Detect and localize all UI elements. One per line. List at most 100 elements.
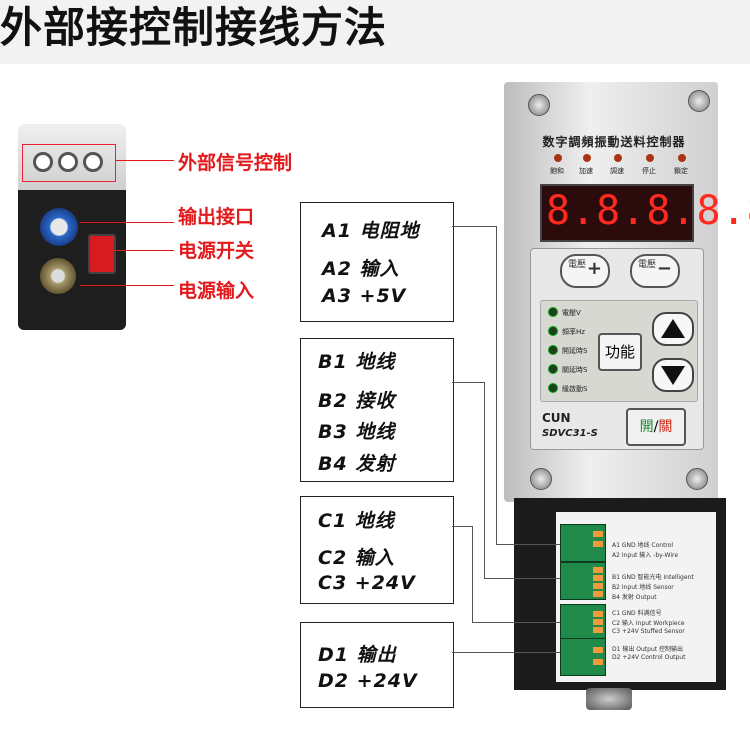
signal-hole-2 <box>58 152 78 172</box>
terminal-block-a <box>560 524 606 562</box>
seven-segment-display: 8.8.8.8.8 <box>540 184 750 242</box>
label-output-port: 输出接口 <box>178 206 255 228</box>
led-label: 停止 <box>642 167 656 175</box>
wire-b <box>484 382 485 578</box>
terminal-block-b <box>560 562 606 600</box>
label-power-input: 电源输入 <box>178 280 255 302</box>
onoff-slash: / <box>653 419 659 435</box>
page-title: 外部接控制接线方法 <box>0 3 388 52</box>
voltage-plus-label: 電壓 <box>568 260 587 270</box>
label-power-switch: 电源开关 <box>178 240 255 262</box>
power-plug-connector <box>586 688 632 710</box>
wire-b <box>452 382 484 383</box>
status-led <box>646 154 654 162</box>
wiring-b4: B4 发射 <box>318 453 396 475</box>
screw-icon <box>530 468 552 490</box>
down-arrow-button[interactable] <box>652 358 694 392</box>
header-bar: 外部接控制接线方法 <box>0 0 750 64</box>
screw-icon <box>688 90 710 112</box>
wiring-box-b <box>300 338 454 482</box>
wire-b <box>484 578 560 579</box>
wire-c <box>452 526 472 527</box>
display-value: 8.8.8.8.8 <box>546 188 750 234</box>
led-label: 加速 <box>579 167 593 175</box>
param-led <box>548 364 558 374</box>
param-label: 緩啟動S <box>562 385 588 393</box>
wiring-box-c <box>300 496 454 604</box>
terminal-block-d <box>560 638 606 676</box>
wiring-b2: B2 接收 <box>318 390 396 412</box>
wire-a <box>496 544 560 545</box>
terminal-legend-row: D2 +24V Control Output <box>612 654 686 661</box>
wiring-a2: A2 输入 <box>322 258 400 280</box>
terminal-legend-row: D1 输出 Output 控制输出 <box>612 646 684 653</box>
wiring-c1: C1 地线 <box>318 510 395 532</box>
wiring-box-a <box>300 202 454 322</box>
leader-line-signal <box>116 160 174 161</box>
triangle-down-icon <box>661 366 685 385</box>
wiring-b1: B1 地线 <box>318 351 396 373</box>
param-label: 電壓V <box>562 309 581 317</box>
wiring-box-d <box>300 622 454 708</box>
onoff-close: 關 <box>658 419 673 435</box>
led-label: 鎖定 <box>674 167 688 175</box>
wire-a <box>452 226 496 227</box>
param-label: 開延時S <box>562 347 588 355</box>
plus-icon: + <box>586 258 602 279</box>
param-led <box>548 326 558 336</box>
terminal-block-c <box>560 604 606 642</box>
status-led <box>583 154 591 162</box>
signal-hole-3 <box>83 152 103 172</box>
led-label: 調速 <box>610 167 624 175</box>
signal-hole-1 <box>33 152 53 172</box>
param-label: 關延時S <box>562 366 588 374</box>
signal-highlight-box <box>22 144 116 182</box>
wiring-d2: D2 +24V <box>318 670 418 692</box>
wiring-c2: C2 输入 <box>318 547 395 569</box>
screw-icon <box>528 94 550 116</box>
led-label: 飽和 <box>550 167 564 175</box>
terminal-legend-row: C2 输入 Input Workpiece <box>612 620 685 627</box>
function-button[interactable]: 功能 <box>598 333 642 371</box>
label-external-signal: 外部信号控制 <box>178 152 293 174</box>
wire-c <box>472 622 560 623</box>
leader-line-switch <box>112 250 174 251</box>
terminal-legend-row: B1 GND 智能光电 Intelligent <box>612 574 694 581</box>
voltage-minus-label: 電壓 <box>638 260 657 270</box>
up-arrow-button[interactable] <box>652 312 694 346</box>
terminal-legend-row: B4 发射 Output <box>612 594 657 601</box>
triangle-up-icon <box>661 319 685 338</box>
power-switch-rocker <box>88 234 116 274</box>
status-led <box>554 154 562 162</box>
minus-icon: − <box>656 258 672 279</box>
terminal-legend-row: A2 Input 输入 -by-Wire <box>612 552 679 559</box>
voltage-plus-button[interactable]: 電壓 + <box>560 254 610 288</box>
model-number: SDVC31-S <box>542 428 598 439</box>
screw-icon <box>686 468 708 490</box>
voltage-minus-button[interactable]: 電壓 − <box>630 254 680 288</box>
terminal-legend-row: A1 GND 地线 Control <box>612 542 674 549</box>
status-led <box>614 154 622 162</box>
device-title: 数字調頻振動送料控制器 <box>542 135 686 149</box>
wire-c <box>472 526 473 622</box>
param-label: 頻率Hz <box>562 328 585 336</box>
terminal-legend-row: C3 +24V Stuffed Sensor <box>612 628 685 635</box>
param-led <box>548 383 558 393</box>
wire-a <box>496 226 497 544</box>
param-led <box>548 345 558 355</box>
leader-line-power <box>80 285 174 286</box>
wiring-a3: A3 +5V <box>322 285 407 307</box>
status-led <box>678 154 686 162</box>
leader-line-output <box>80 222 174 223</box>
param-led <box>548 307 558 317</box>
terminal-legend-row: C1 GND 料满信号 <box>612 610 662 617</box>
wire-d <box>452 652 560 653</box>
wiring-b3: B3 地线 <box>318 421 396 443</box>
brand-logo: CUN <box>542 411 571 425</box>
output-port-socket <box>40 208 78 246</box>
onoff-open: 開 <box>639 419 654 435</box>
terminal-legend-row: B2 Input 地线 Sensor <box>612 584 674 591</box>
wiring-a1: A1 电阻地 <box>322 220 420 242</box>
power-toggle-button[interactable]: 開/關 <box>626 408 686 446</box>
wiring-c3: C3 +24V <box>318 572 416 594</box>
